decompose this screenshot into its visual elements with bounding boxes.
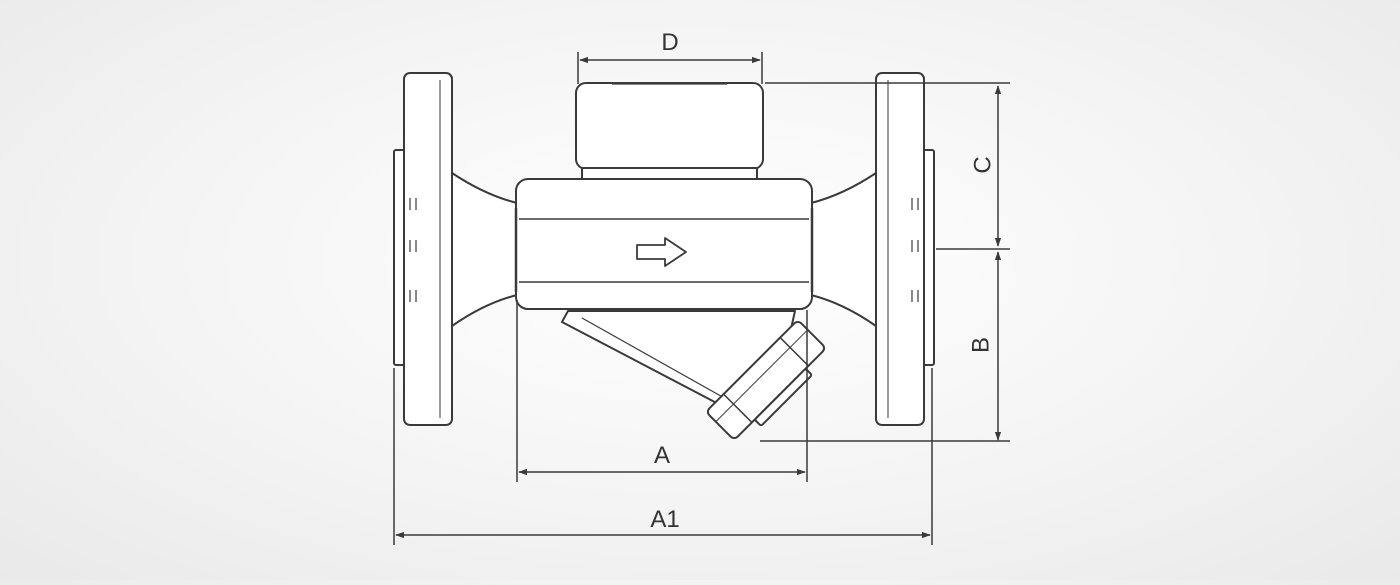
right-flange [875,72,935,426]
dimension-c [765,82,1010,250]
label-a: A [654,442,670,469]
top-cap [575,82,764,181]
left-neck [451,172,518,327]
dimension-b [760,251,1010,442]
label-c: C [969,156,996,173]
dimension-a1 [393,368,933,545]
strainer-cap [706,320,826,440]
label-b: B [967,337,994,353]
label-d: D [661,29,678,56]
left-flange [393,72,453,426]
dimension-d [577,52,763,84]
flow-direction-arrow [636,237,687,267]
label-a1: A1 [650,506,679,533]
dimension-a [516,300,808,482]
valve-body [514,178,814,310]
right-neck [810,172,877,327]
